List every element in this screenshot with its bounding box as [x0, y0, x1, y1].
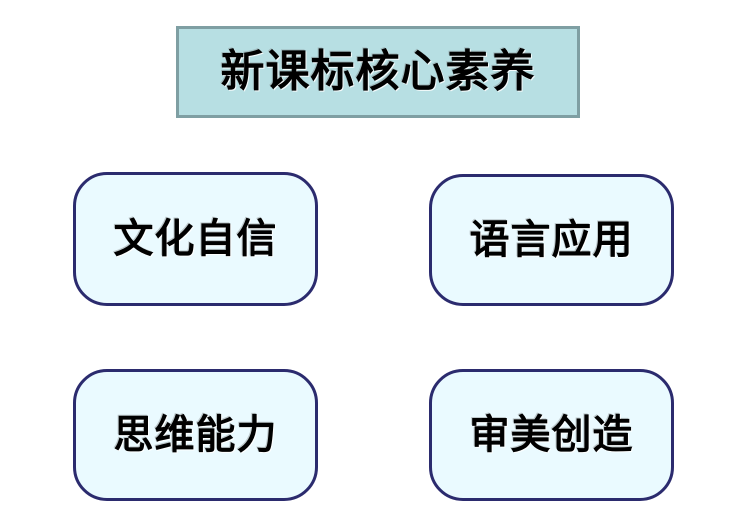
title-banner: 新课标核心素养 [176, 26, 580, 118]
competency-card-yuyanyingyong[interactable]: 语言应用 [429, 174, 674, 306]
competency-card-shenmeichuangzao[interactable]: 审美创造 [429, 369, 674, 501]
competency-label: 文化自信 [113, 216, 278, 262]
competency-label: 思维能力 [113, 412, 278, 458]
competency-card-wenhuazixin[interactable]: 文化自信 [73, 172, 318, 306]
page-title: 新课标核心素养 [220, 46, 536, 97]
competency-label: 语言应用 [469, 217, 634, 263]
competency-card-siweinengli[interactable]: 思维能力 [73, 369, 318, 501]
competency-label: 审美创造 [469, 412, 634, 458]
